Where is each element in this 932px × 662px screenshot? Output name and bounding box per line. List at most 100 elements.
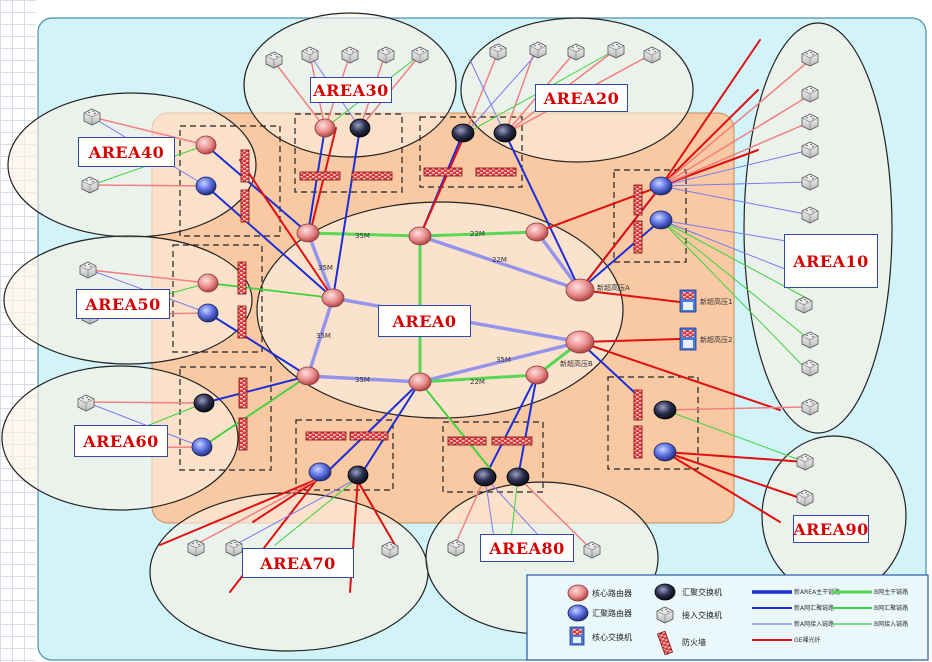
agg-router-icon: [653, 442, 677, 462]
firewall-icon: [299, 171, 341, 181]
firewall-icon: [633, 184, 643, 216]
legend: 核心路由器 汇聚路由器 核心交换机 汇聚交换机 接入交换机 防火墙 新AREA主…: [526, 574, 929, 661]
agg-router-icon: [308, 462, 332, 482]
core-router-icon: [565, 330, 595, 354]
agg-switch-icon: [473, 467, 497, 487]
link-label: 35M: [355, 376, 370, 384]
core-router-icon: [296, 366, 320, 386]
legend-line5: 新A网接入链路: [794, 620, 834, 628]
core-router-icon: [408, 226, 432, 246]
legend-line3: 新A网汇聚链路: [794, 604, 834, 612]
core-router-icon: [525, 365, 549, 385]
agg-switch-icon: [451, 123, 475, 143]
agg-switches: [193, 118, 677, 487]
agg-switch-icon: [347, 465, 369, 485]
agg-router-icon: [649, 210, 673, 230]
link-label: 22M: [492, 256, 507, 264]
core-router-icon: [314, 118, 336, 138]
agg-router-icon: [191, 437, 213, 457]
agg-switch-legend-icon: [654, 583, 676, 601]
legend-box: [526, 574, 929, 661]
agg-router-icon: [197, 303, 219, 323]
firewall-icon: [237, 261, 247, 295]
area0-label: AREA0: [378, 305, 471, 337]
access-switch-icon: [529, 41, 547, 59]
link-label: 35M: [318, 264, 333, 272]
link-label: 22M: [470, 230, 485, 238]
legend-agg-switch: 汇聚交换机: [682, 587, 722, 597]
core-router-icon: [296, 223, 320, 243]
access-switch-icon: [796, 453, 814, 471]
firewall-icon: [633, 425, 643, 459]
access-switch-icon: [607, 41, 625, 59]
access-switch-icon: [801, 49, 819, 67]
access-switch-icon: [81, 176, 99, 194]
access-switch-icon: [643, 46, 661, 64]
core-router-icon: [565, 278, 595, 302]
access-switch-icon: [83, 108, 101, 126]
access-switch-icon: [801, 359, 819, 377]
core-switch-icon: [679, 289, 697, 313]
legend-core-switch: 核心交换机: [592, 632, 632, 642]
firewall-icon: [238, 377, 248, 409]
area60-label: AREA60: [74, 425, 168, 457]
agg-switch-icon: [493, 123, 517, 143]
area40-label: AREA40: [78, 137, 175, 167]
access-switch-icon: [801, 206, 819, 224]
area90-label: AREA90: [793, 515, 869, 543]
access-switch-icon: [265, 51, 283, 69]
area50-label: AREA50: [76, 289, 170, 319]
access-switch-icon: [801, 398, 819, 416]
core-router-icon: [525, 222, 549, 242]
core-switch-icon: [679, 327, 697, 351]
access-switch-icon: [795, 296, 813, 314]
firewall-icon: [237, 305, 247, 339]
legend-line7: GE裸光纤: [794, 636, 820, 644]
access-switch-icon: [801, 141, 819, 159]
firewall-icon: [349, 431, 389, 441]
link-labels: 35M 22M 35M 22M 22M 35M 35M 35M 新超高压A 新超…: [316, 230, 732, 386]
access-switch-icon: [77, 394, 95, 412]
legend-line4: B网汇聚链路: [874, 604, 908, 612]
firewall-icon: [475, 167, 517, 177]
core-router-icon: [197, 273, 219, 293]
access-switch-icon: [79, 261, 97, 279]
agg-routers: [191, 176, 677, 482]
area20-label: AREA20: [535, 84, 628, 112]
legend-line2: B网主干链路: [874, 588, 908, 596]
link-label: 35M: [496, 356, 511, 364]
legend-line6: B网接入链路: [874, 620, 908, 628]
access-switch-icon: [489, 43, 507, 61]
access-switch-icon: [187, 539, 205, 557]
access-switch-icon: [341, 46, 359, 64]
access-switch-icon: [801, 113, 819, 131]
link-label: 22M: [470, 378, 485, 386]
firewall-icon: [240, 189, 250, 223]
firewall-icon: [633, 220, 643, 254]
area10-label: AREA10: [784, 234, 878, 288]
agg-switch-icon: [349, 118, 371, 138]
firewall-icon: [240, 149, 250, 183]
device-groups: [172, 113, 699, 493]
core-routers: [195, 118, 595, 392]
firewall-legend-icon: [656, 630, 674, 656]
firewall-icon: [447, 436, 487, 446]
access-switch-icon: [801, 331, 819, 349]
area70-label: AREA70: [242, 548, 354, 578]
core-switches: [679, 289, 697, 351]
router-label: 新超高压B: [560, 359, 593, 368]
firewalls: [237, 149, 643, 459]
access-switch-icon: [301, 46, 319, 64]
core-router-legend-icon: [567, 584, 589, 602]
access-switch-icon: [447, 539, 465, 557]
core-router-icon: [321, 288, 345, 308]
area30-label: AREA30: [310, 77, 392, 103]
access-switch-icon: [225, 539, 243, 557]
legend-line1: 新AREA主干链路: [794, 588, 840, 596]
legend-agg-router: 汇聚路由器: [592, 608, 632, 618]
core-router-icon: [408, 372, 432, 392]
firewall-icon: [305, 431, 347, 441]
agg-switch-icon: [506, 467, 530, 487]
firewall-icon: [351, 171, 393, 181]
